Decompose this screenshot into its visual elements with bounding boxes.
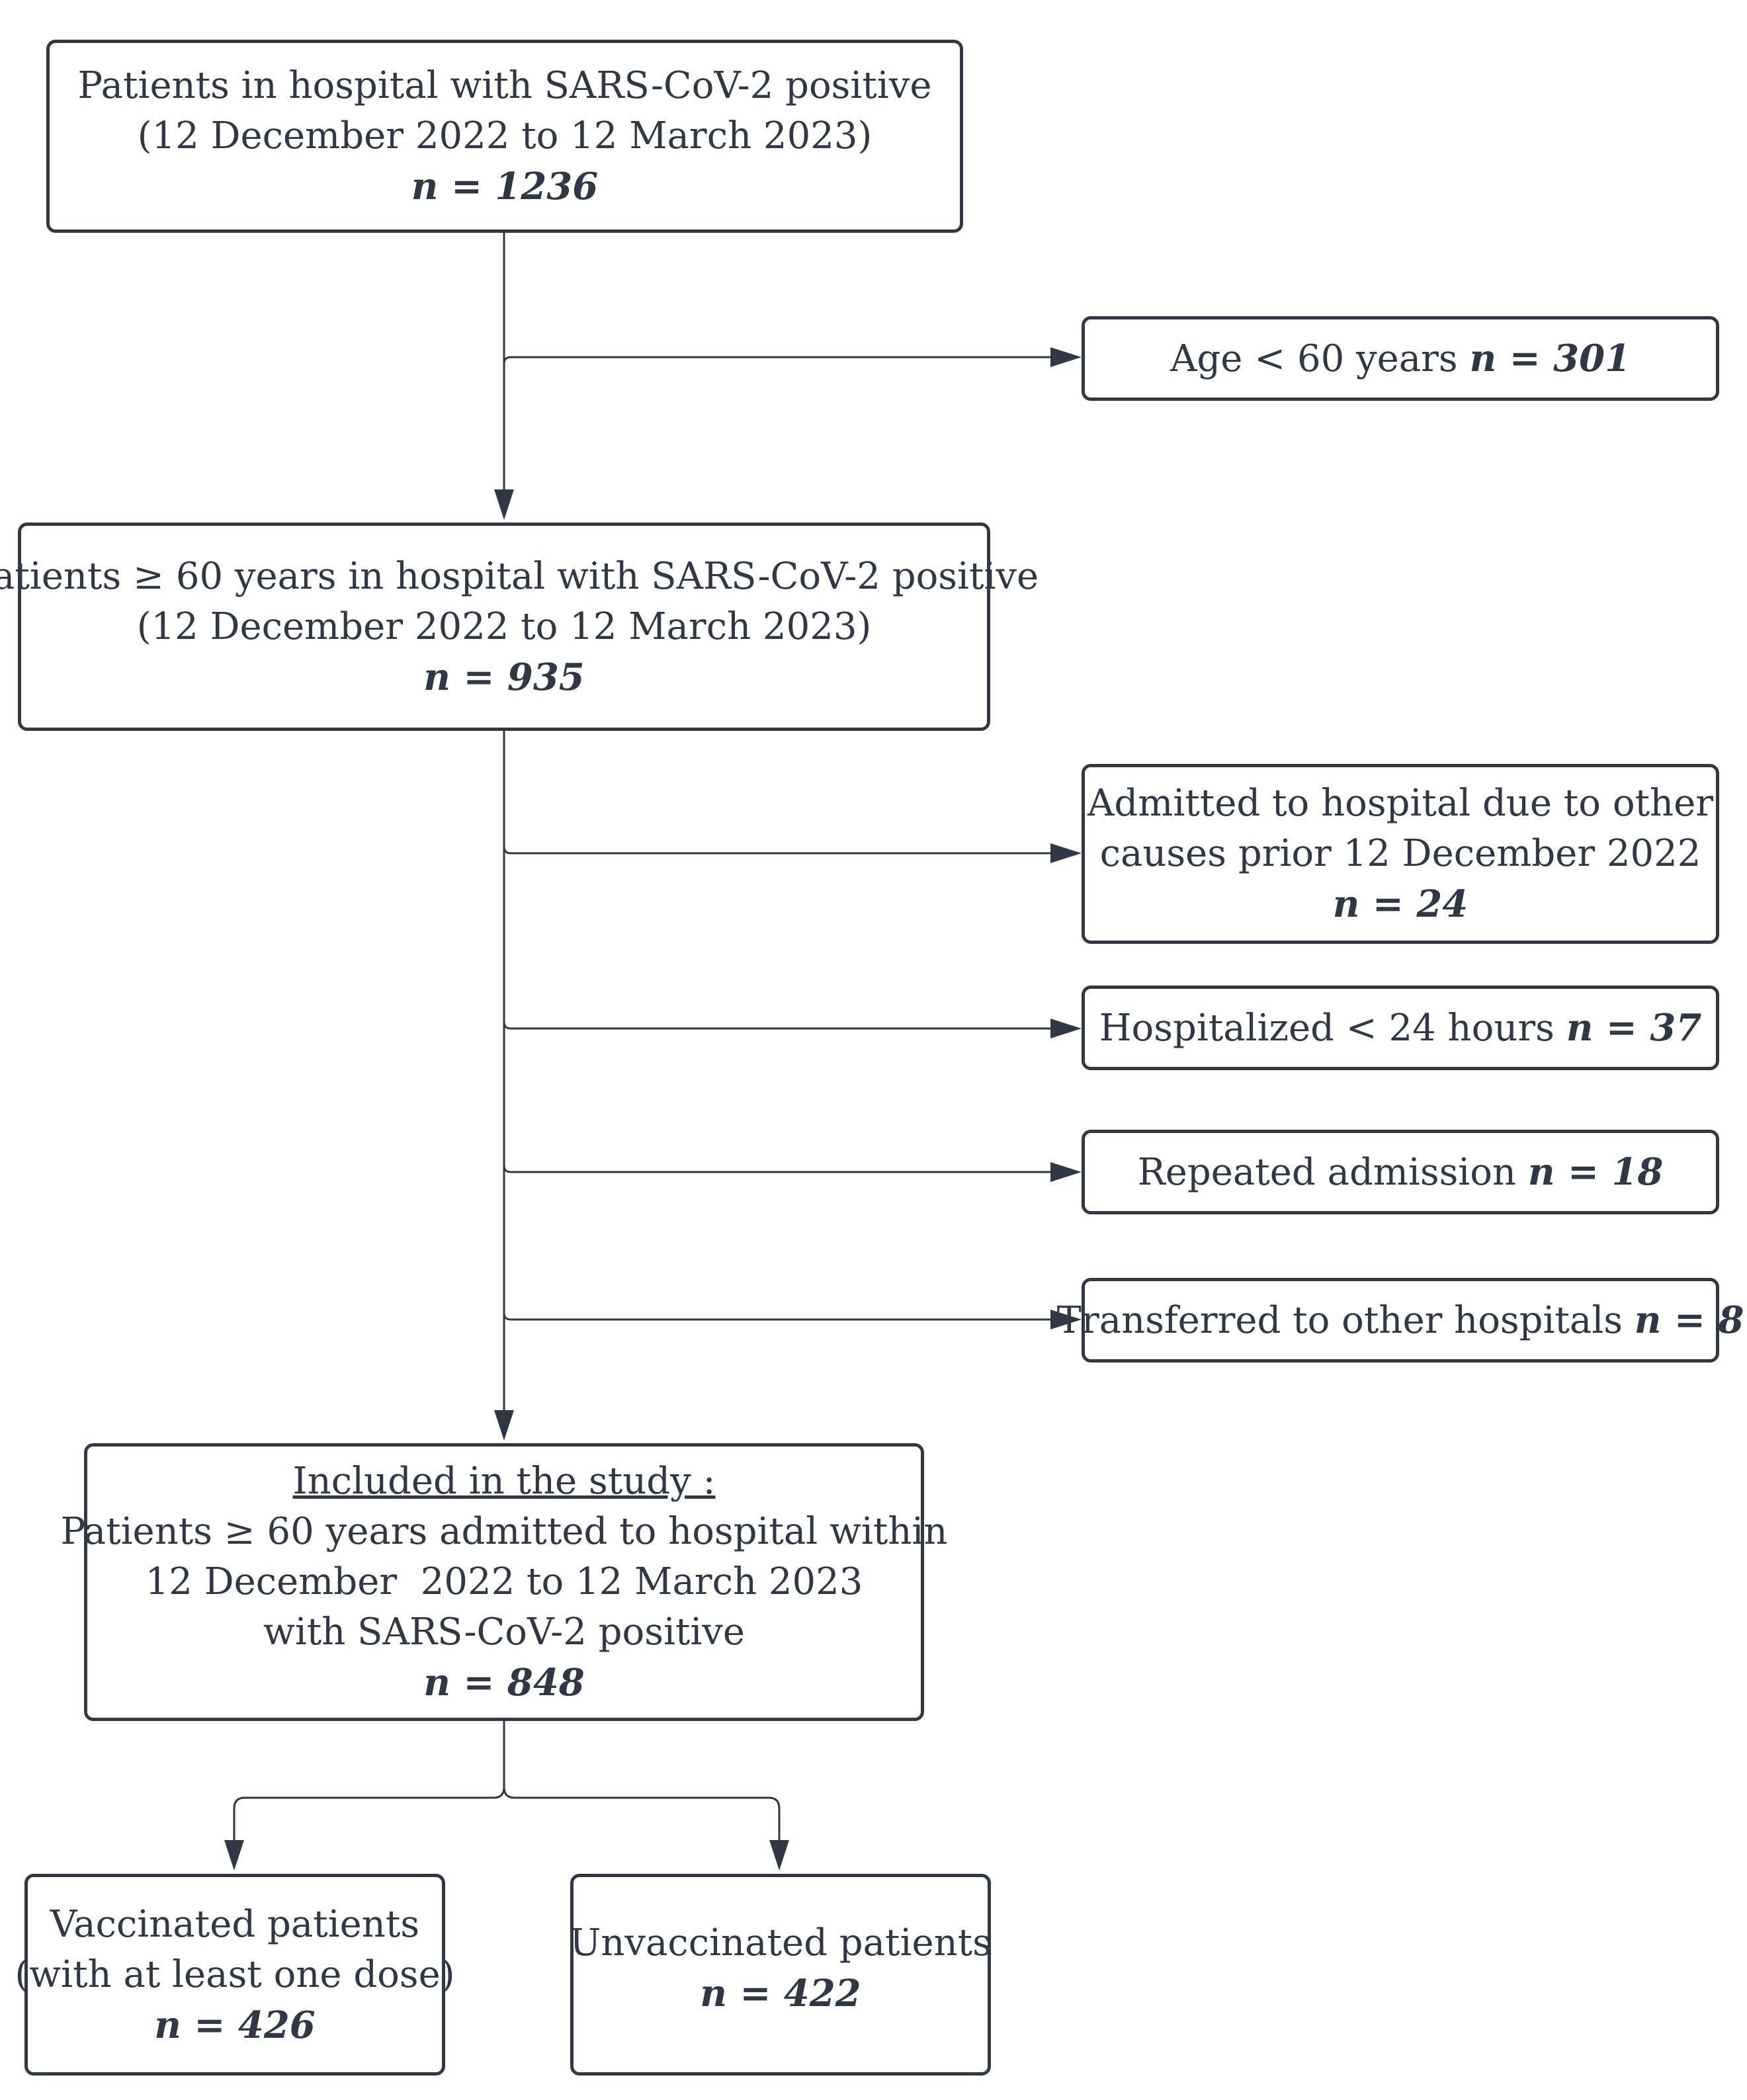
initial-line1: Patients in hospital with SARS-CoV-2 pos… (77, 64, 932, 107)
box-hospitalized-exclusion: Hospitalized < 24 hours n = 37 (1082, 986, 1719, 1070)
admitted-count: n = 24 (1332, 882, 1469, 926)
vaccinated-count: n = 426 (154, 2003, 316, 2047)
box-vaccinated: Vaccinated patients (with at least one d… (15, 1874, 455, 2076)
age-exclusion-label: Age < 60 years (1170, 337, 1458, 380)
initial-line2: (12 December 2022 to 12 March 2023) (137, 114, 873, 157)
unvaccinated-line1: Unvaccinated patients (570, 1921, 992, 1964)
transferred-text: Transferred to other hospitals n = 8 (1057, 1295, 1744, 1346)
branch-hospitalized (503, 1021, 1052, 1030)
box-elderly-patients: Patients ≥ 60 years in hospital with SAR… (0, 523, 1039, 731)
transferred-label: Transferred to other hospitals (1056, 1298, 1623, 1342)
elderly-line2: (12 December 2022 to 12 March 2023) (136, 605, 872, 648)
split-stem (233, 1721, 505, 1840)
arrow-head-to-vaccinated (224, 1840, 244, 1870)
arrow-head-to-repeated (1050, 1162, 1082, 1182)
hospitalized-count: n = 37 (1566, 1005, 1702, 1050)
vaccinated-line2: (with at least one dose) (15, 1953, 455, 1996)
arrow-head-to-hospitalized (1050, 1019, 1082, 1038)
box-age-exclusion: Age < 60 years n = 301 (1082, 316, 1719, 401)
box-included-study: Included in the study : Patients ≥ 60 ye… (61, 1443, 947, 1721)
box-repeated-exclusion: Repeated admission n = 18 (1082, 1130, 1719, 1214)
transferred-count: n = 8 (1634, 1298, 1744, 1342)
repeated-count: n = 18 (1527, 1150, 1664, 1194)
included-heading: Included in the study : (292, 1460, 716, 1503)
box-admitted-exclusion: Admitted to hospital due to other causes… (1082, 764, 1719, 944)
arrow-head-to-included (494, 1410, 514, 1441)
arrow-head-to-admitted (1050, 843, 1082, 863)
included-line1: Patients ≥ 60 years admitted to hospital… (60, 1510, 948, 1553)
included-line3: with SARS-CoV-2 positive (263, 1611, 746, 1654)
hospitalized-text: Hospitalized < 24 hours n = 37 (1099, 1003, 1702, 1054)
arrow-head-to-transferred (1050, 1310, 1082, 1329)
vaccinated-line1: Vaccinated patients (50, 1902, 420, 1946)
repeated-text: Repeated admission n = 18 (1138, 1147, 1664, 1198)
included-count: n = 848 (423, 1661, 585, 1704)
age-exclusion-count: n = 301 (1469, 336, 1631, 380)
arrow-head-to-age (1050, 347, 1082, 367)
elderly-line1: Patients ≥ 60 years in hospital with SAR… (0, 554, 1039, 598)
box-unvaccinated: Unvaccinated patients n = 422 (570, 1874, 992, 2076)
branch-admitted (503, 846, 1052, 855)
arrow-head-to-elderly (494, 489, 514, 520)
hospitalized-label: Hospitalized < 24 hours (1099, 1006, 1555, 1050)
admitted-line1: Admitted to hospital due to other (1087, 782, 1714, 825)
included-line2: 12 December 2022 to 12 March 2023 (145, 1560, 863, 1603)
repeated-label: Repeated admission (1137, 1150, 1516, 1194)
initial-count: n = 1236 (411, 165, 599, 208)
unvaccinated-count: n = 422 (700, 1972, 861, 2015)
box-initial-patients: Patients in hospital with SARS-CoV-2 pos… (46, 40, 963, 233)
age-exclusion-text: Age < 60 years n = 301 (1170, 333, 1631, 384)
branch-age (503, 356, 1052, 370)
branch-repeated (503, 1165, 1052, 1173)
branch-transferred (503, 1312, 1052, 1321)
admitted-line2: causes prior 12 December 2022 (1099, 832, 1701, 875)
split-right (503, 1786, 781, 1840)
elderly-count: n = 935 (423, 655, 585, 699)
arrow-head-to-unvaccinated (769, 1840, 789, 1870)
box-transferred-exclusion: Transferred to other hospitals n = 8 (1057, 1278, 1744, 1363)
